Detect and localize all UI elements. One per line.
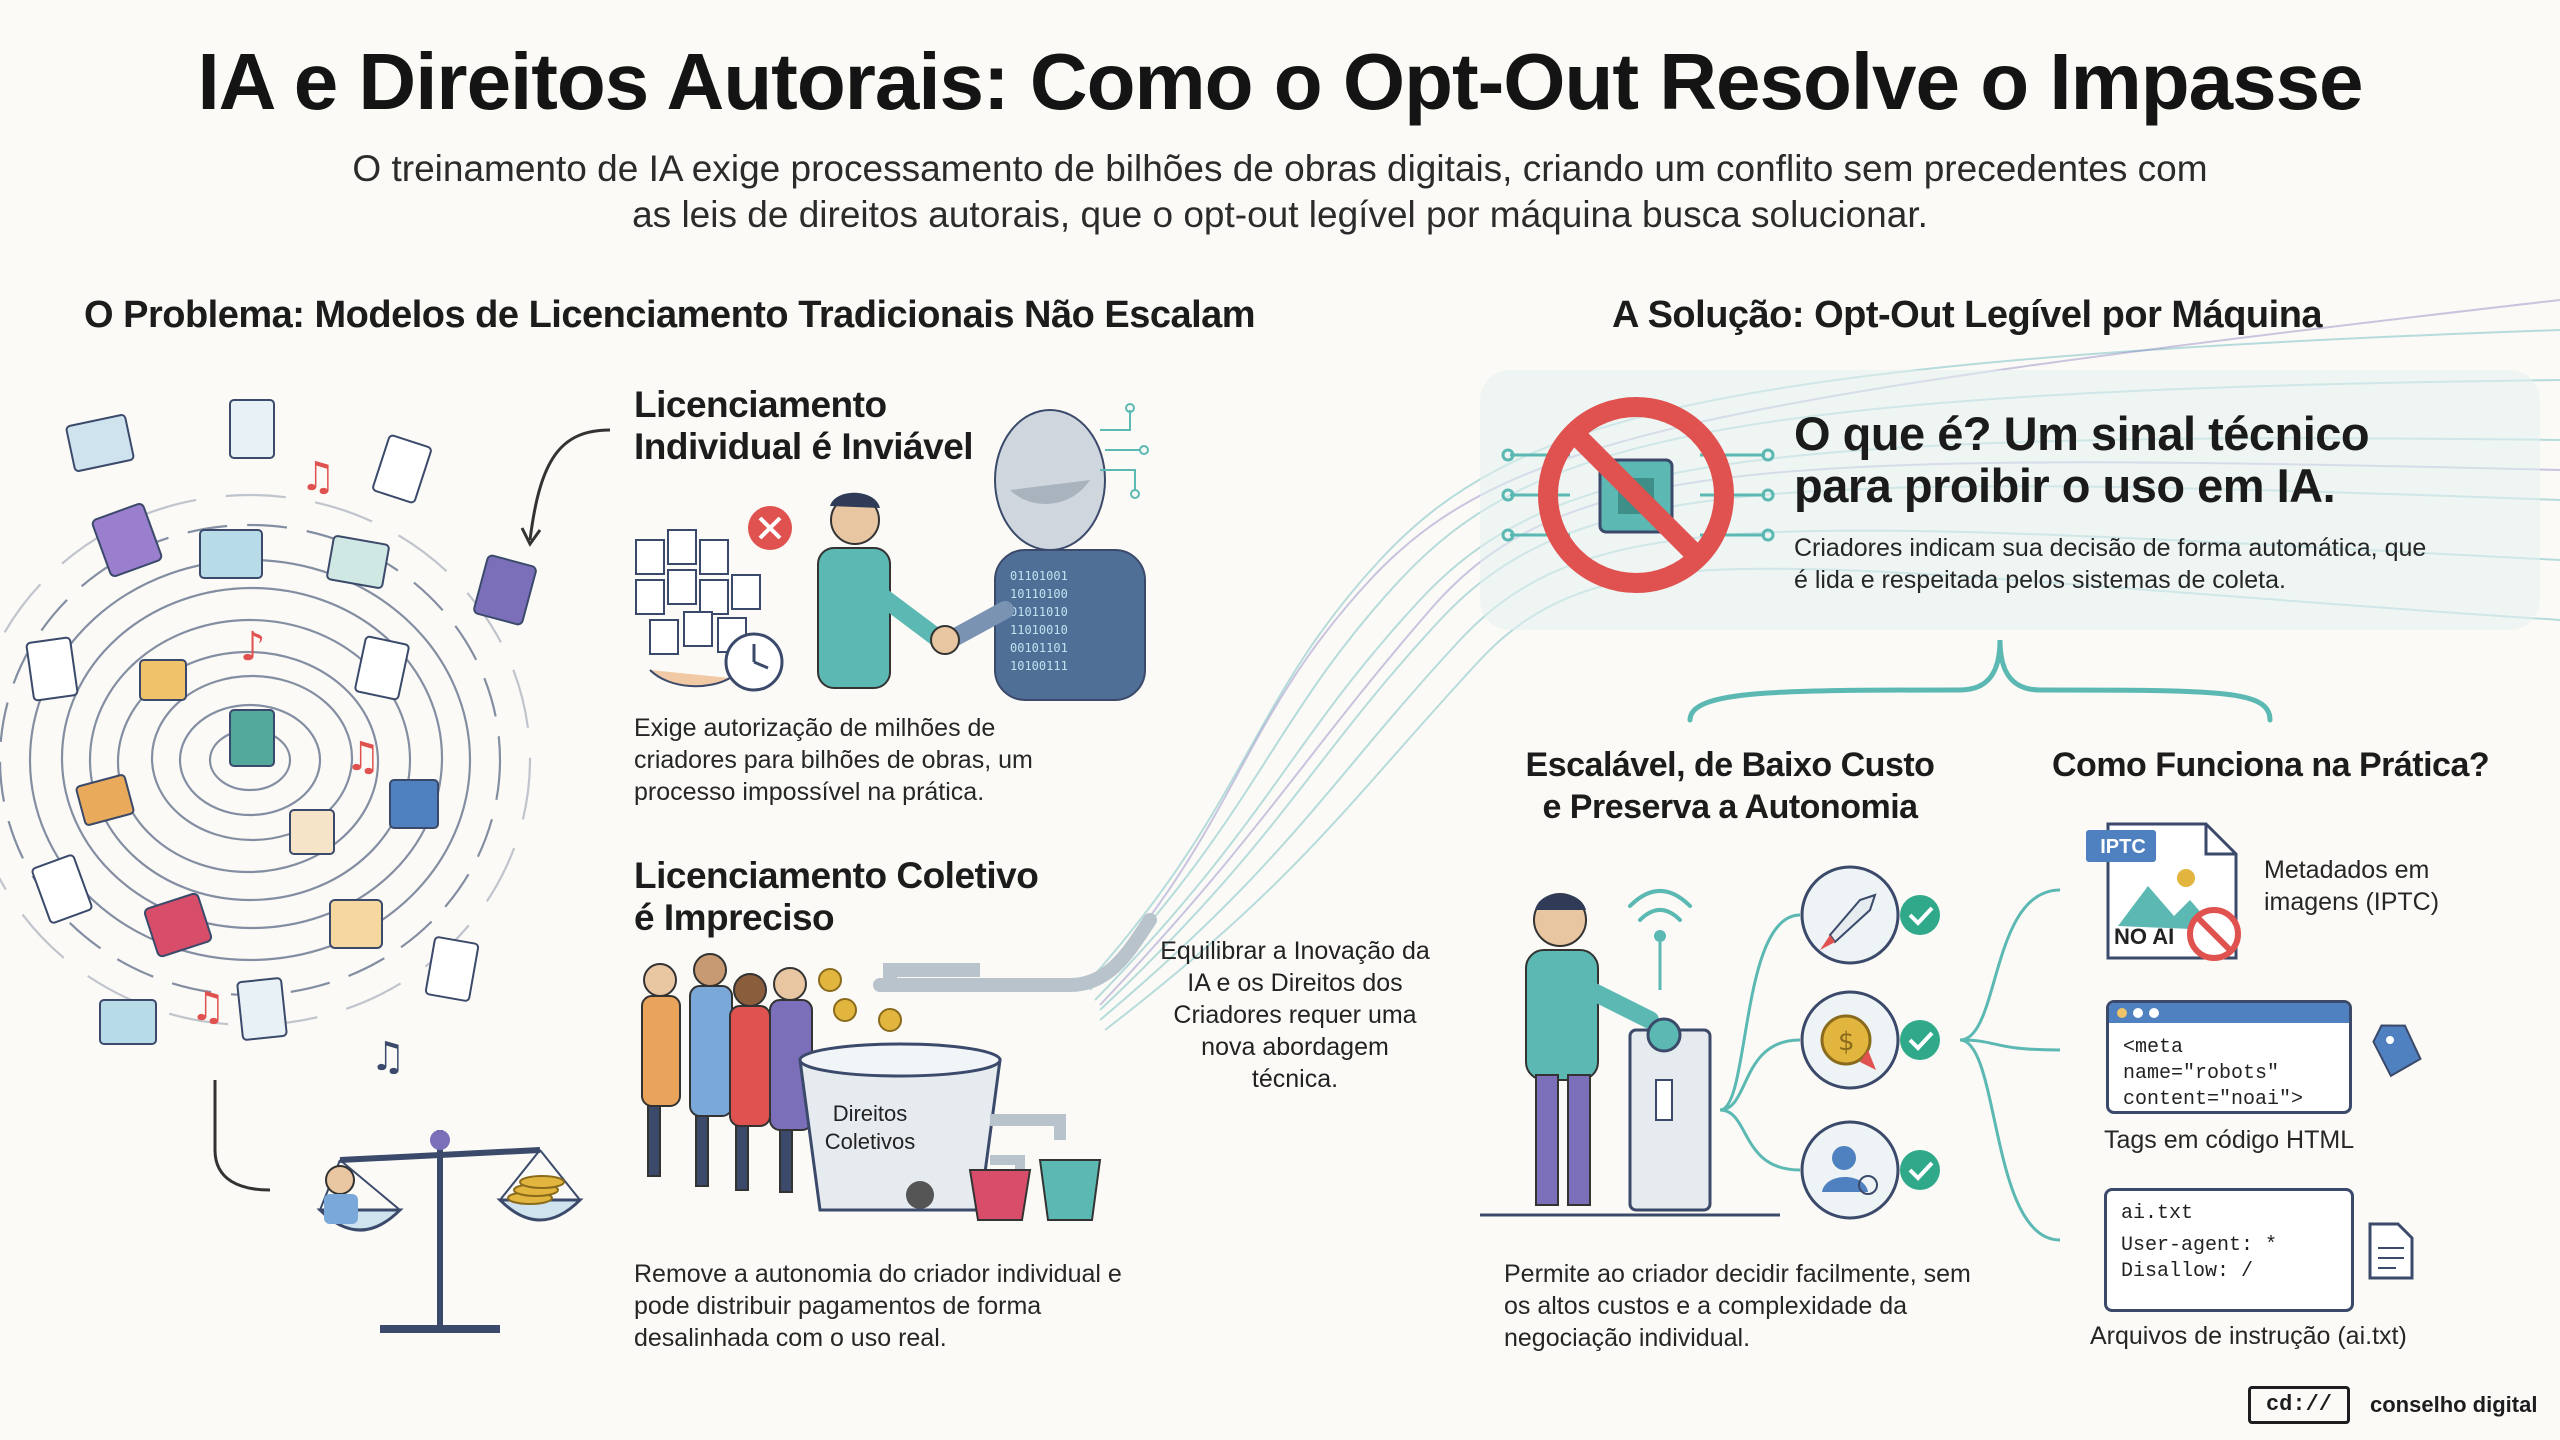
connector-arrow-icon bbox=[520, 428, 611, 547]
practice-title: Como Funciona na Prática? bbox=[2052, 746, 2490, 784]
noai-label: NO AI bbox=[2114, 924, 2175, 949]
svg-text:♫: ♫ bbox=[300, 454, 336, 500]
page-title: IA e Direitos Autorais: Como o Opt-Out R… bbox=[197, 37, 2363, 126]
problem-heading: O Problema: Modelos de Licenciamento Tra… bbox=[84, 294, 1256, 336]
scalable-text: Permite ao criador decidir facilmente, s… bbox=[1504, 1260, 1971, 1352]
no-ai-chip-icon bbox=[1501, 397, 1775, 593]
individual-licensing-title-line1: Licenciamento bbox=[634, 384, 887, 425]
footer-brand: conselho digital bbox=[2370, 1392, 2538, 1417]
iptc-badge: IPTC bbox=[2100, 836, 2146, 858]
html-code-window: <meta name="robots" content="noai"> bbox=[2106, 1000, 2352, 1114]
collective-licensing-title: Licenciamento Coletivo é Impreciso bbox=[634, 855, 1039, 939]
html-code-line2: content="noai"> bbox=[2123, 1088, 2304, 1111]
svg-text:01011010: 01011010 bbox=[1010, 605, 1068, 619]
aitxt-text: Arquivos de instrução (ai.txt) bbox=[2090, 1322, 2407, 1350]
collective-licensing-title-line2: é Impreciso bbox=[634, 897, 835, 938]
page-subtitle: O treinamento de IA exige processamento … bbox=[352, 148, 2208, 235]
svg-text:♫: ♫ bbox=[190, 984, 226, 1030]
svg-text:10110100: 10110100 bbox=[1010, 587, 1068, 601]
svg-text:♫: ♫ bbox=[370, 1034, 406, 1080]
footer-logo: cd:// bbox=[2248, 1386, 2350, 1424]
scalable-title-line1: Escalável, de Baixo Custo bbox=[1525, 746, 1935, 784]
collective-licensing-title-line1: Licenciamento Coletivo bbox=[634, 855, 1039, 896]
svg-text:$: $ bbox=[1838, 1027, 1855, 1057]
svg-text:♪: ♪ bbox=[240, 624, 266, 670]
aitxt-code-line1: ai.txt bbox=[2121, 1202, 2194, 1225]
svg-text:01101001: 01101001 bbox=[1010, 569, 1068, 583]
what-is-title: O que é? Um sinal técnico para proibir o… bbox=[1794, 407, 2370, 512]
scale-illustration bbox=[316, 1130, 584, 1333]
individual-licensing-text: Exige autorização de milhões de criadore… bbox=[634, 714, 1033, 806]
works-swirl-illustration: ♫ ♪ ♫ ♫ ♫ bbox=[0, 399, 537, 1192]
scalable-title-line2: e Preserva a Autonomia bbox=[1542, 788, 1918, 826]
collective-licensing-text: Remove a autonomia do criador individual… bbox=[634, 1260, 1122, 1352]
svg-text:10100111: 10100111 bbox=[1010, 659, 1068, 673]
aitxt-code-line2: User-agent: * bbox=[2121, 1234, 2278, 1257]
collective-tank-label: Direitos Coletivos bbox=[824, 1101, 916, 1154]
aitxt-code-window: ai.txt User-agent: * Disallow: / bbox=[2104, 1188, 2354, 1312]
svg-text:00101101: 00101101 bbox=[1010, 641, 1068, 655]
svg-text:♫: ♫ bbox=[345, 734, 381, 780]
iptc-text: Metadados em imagens (IPTC) bbox=[2264, 856, 2440, 916]
html-code-line1: <meta name="robots" bbox=[2123, 1036, 2280, 1085]
individual-licensing-title-line2: Individual é Inviável bbox=[634, 426, 974, 467]
aitxt-code-line3: Disallow: / bbox=[2121, 1260, 2254, 1283]
handshake-robot-illustration: 01101001 10110100 01011010 11010010 0010110… bbox=[635, 403, 1149, 701]
iptc-image-file-icon bbox=[2086, 822, 2241, 961]
text-file-icon bbox=[2368, 1222, 2414, 1280]
what-is-text: Criadores indicam sua decisão de forma a… bbox=[1794, 534, 2427, 594]
creator-switch-illustration: $ bbox=[1480, 865, 1940, 1220]
scalable-title: Escalável, de Baixo Custo e Preserva a A… bbox=[1500, 744, 1960, 828]
svg-text:11010010: 11010010 bbox=[1010, 623, 1068, 637]
solution-heading: A Solução: Opt-Out Legível por Máquina bbox=[1612, 294, 2323, 336]
individual-licensing-title: Licenciamento Individual é Inviável bbox=[634, 384, 974, 468]
window-titlebar bbox=[2109, 1003, 2349, 1023]
collective-tank-illustration bbox=[641, 953, 1102, 1221]
html-text: Tags em código HTML bbox=[2104, 1126, 2355, 1154]
tag-icon bbox=[2372, 1024, 2422, 1078]
practice-branch-lines bbox=[1959, 888, 2061, 1242]
bridge-text: Equilibrar a Inovação da IA e os Direito… bbox=[1160, 937, 1430, 1093]
